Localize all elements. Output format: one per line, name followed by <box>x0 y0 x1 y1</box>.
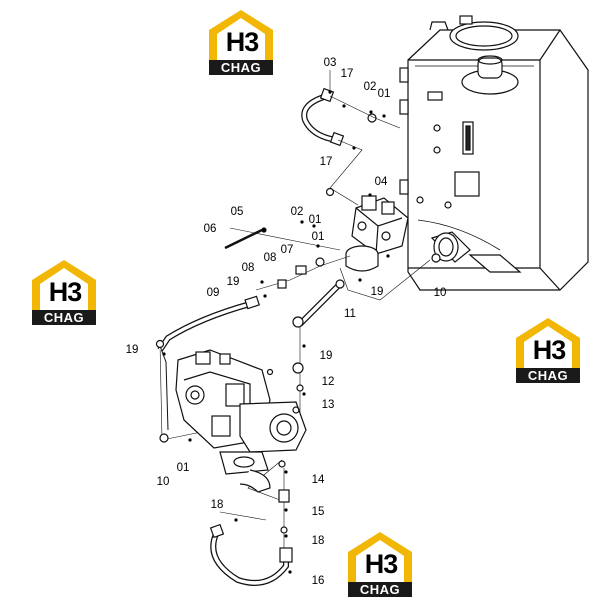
callout-05: 05 <box>231 206 244 218</box>
callout-18: 18 <box>211 499 224 511</box>
house-roof-icon <box>209 10 273 60</box>
callout-07: 07 <box>281 244 294 256</box>
logo-wordmark: CHAG <box>209 60 273 75</box>
callout-11: 11 <box>344 308 356 320</box>
callout-layer <box>162 90 390 574</box>
callout-17: 17 <box>320 156 333 168</box>
callout-19: 19 <box>126 344 139 356</box>
callout-15: 15 <box>312 506 325 518</box>
house-roof-icon <box>516 318 580 368</box>
callout-18: 18 <box>312 535 325 547</box>
logo-wordmark: CHAG <box>348 582 412 597</box>
logo-watermark-top: H3 CHAG <box>205 8 277 76</box>
callout-10: 10 <box>157 476 170 488</box>
callout-16: 16 <box>312 575 325 587</box>
callout-06: 06 <box>204 223 217 235</box>
logo-wordmark: CHAG <box>516 368 580 383</box>
upper-hose <box>301 87 377 147</box>
hose-11 <box>292 279 345 328</box>
callout-04: 04 <box>375 176 388 188</box>
logo-mark: H3 <box>48 277 83 307</box>
callout-03: 03 <box>324 57 337 69</box>
callout-02: 02 <box>291 206 304 218</box>
hose-16 <box>209 523 293 586</box>
callout-14: 14 <box>312 474 325 486</box>
hydraulic-tank <box>399 15 589 291</box>
callout-01: 01 <box>312 231 325 243</box>
callout-12: 12 <box>322 376 335 388</box>
callout-01: 01 <box>309 214 322 226</box>
house-roof-icon <box>348 532 412 582</box>
callout-19: 19 <box>371 286 384 298</box>
callout-08: 08 <box>242 262 255 274</box>
logo-watermark-left: H3 CHAG <box>28 258 100 326</box>
callout-13: 13 <box>322 399 335 411</box>
callout-19: 19 <box>320 350 333 362</box>
callout-01: 01 <box>378 88 391 100</box>
house-roof-icon <box>32 260 96 310</box>
assembly-leader-lines <box>159 70 431 548</box>
callout-09: 09 <box>207 287 220 299</box>
callout-19: 19 <box>227 276 240 288</box>
logo-mark: H3 <box>364 549 399 579</box>
callout-10: 10 <box>434 287 447 299</box>
callout-08: 08 <box>264 252 277 264</box>
logo-watermark-right: H3 CHAG <box>512 316 584 384</box>
hose-left <box>155 339 169 431</box>
logo-mark: H3 <box>532 335 567 365</box>
logo-watermark-bottom: H3 CHAG <box>344 530 416 598</box>
callout-01: 01 <box>177 462 190 474</box>
logo-mark: H3 <box>225 27 260 57</box>
callout-17: 17 <box>341 68 354 80</box>
pump-assembly <box>175 349 307 493</box>
valve-block <box>345 195 409 272</box>
tank-outlet-elbow <box>430 231 471 263</box>
logo-wordmark: CHAG <box>32 310 96 325</box>
callout-02: 02 <box>364 81 377 93</box>
hose-09 <box>157 295 261 352</box>
